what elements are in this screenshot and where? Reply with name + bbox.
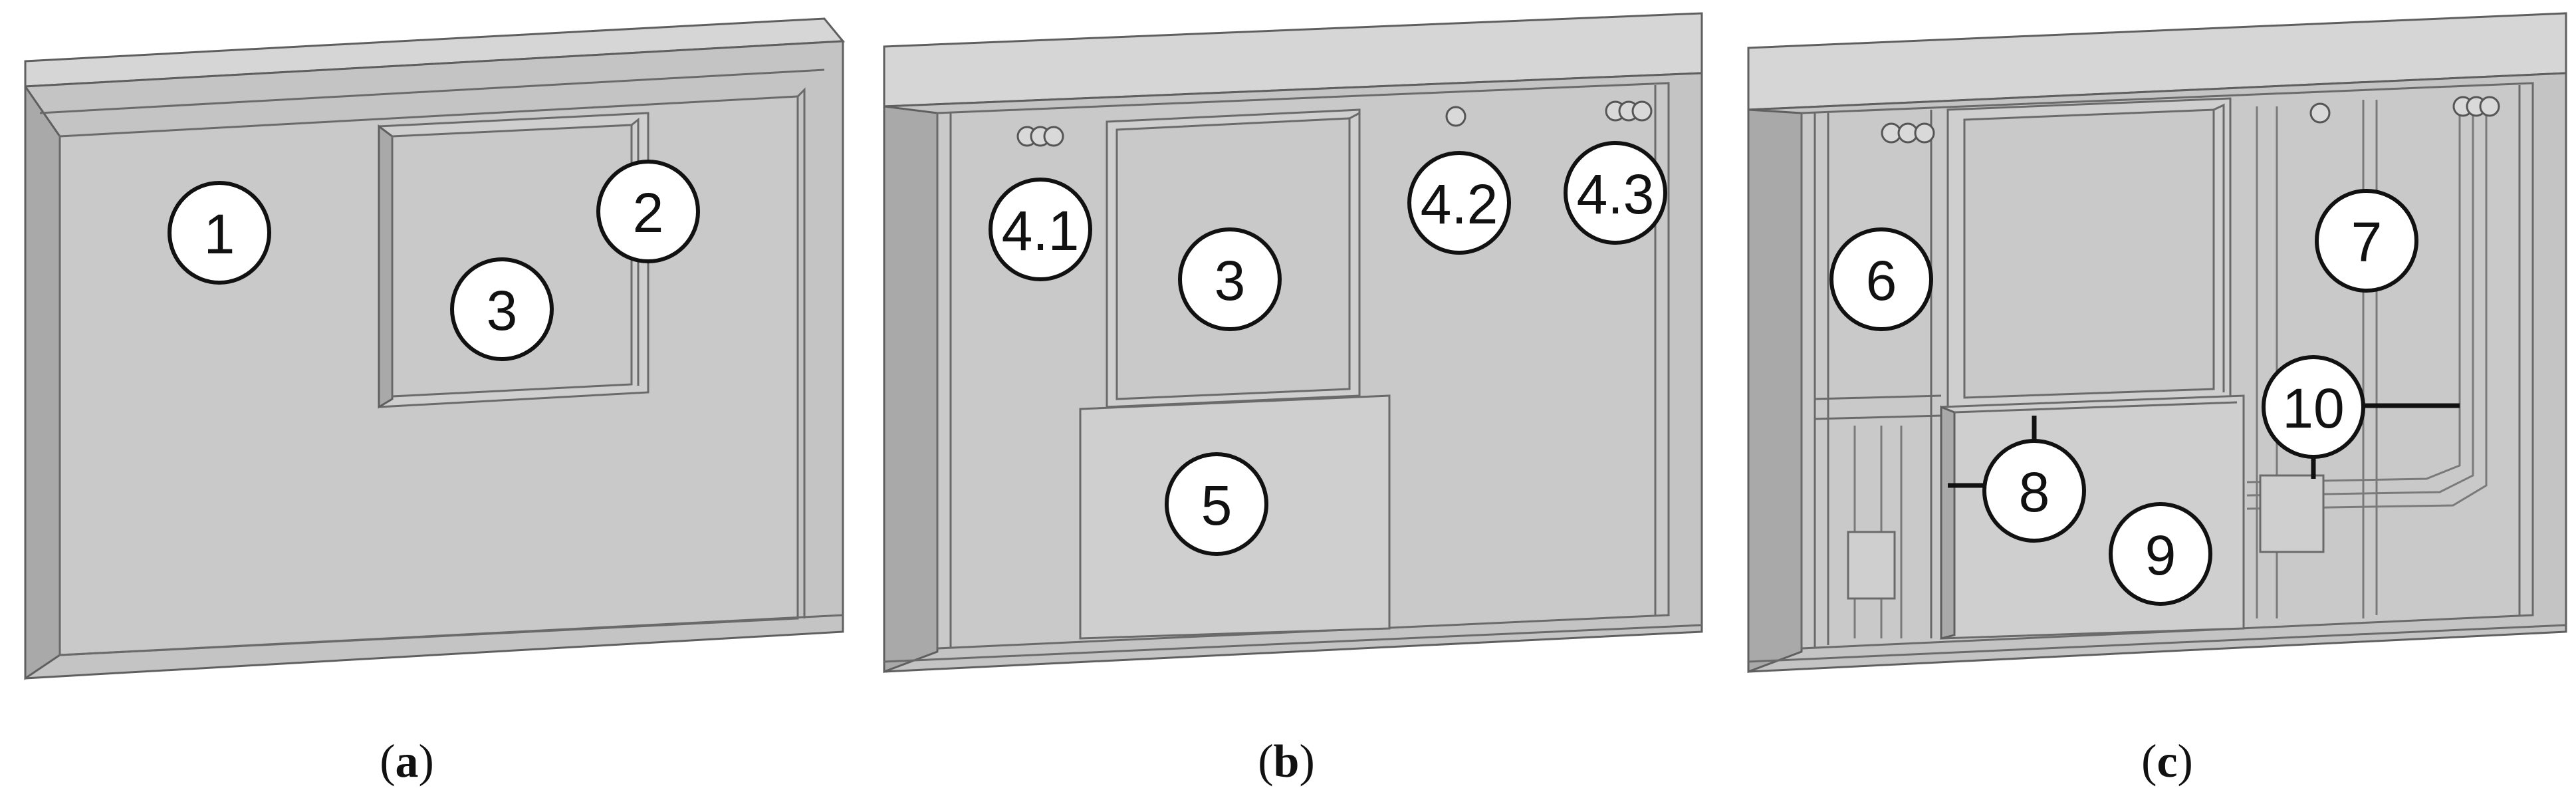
callout-c-10: 10 — [2262, 355, 2365, 459]
callout-c-7: 7 — [2315, 189, 2418, 293]
caption-a: (a) — [380, 736, 434, 787]
callout-b-3: 3 — [1178, 227, 1282, 331]
svg-text:7: 7 — [2351, 211, 2383, 273]
svg-text:3: 3 — [1215, 249, 1246, 312]
panel-c-window — [1946, 97, 2232, 408]
svg-text:6: 6 — [1866, 249, 1897, 312]
svg-text:2: 2 — [633, 182, 664, 244]
callout-b-4-3: 4.3 — [1564, 141, 1667, 245]
callout-c-6: 6 — [1829, 227, 1933, 331]
callout-c-9: 9 — [2109, 502, 2212, 606]
svg-text:4.1: 4.1 — [1002, 200, 1080, 262]
callout-a-3: 3 — [450, 257, 554, 361]
panel-c-left-duct — [1814, 110, 1942, 645]
svg-text:3: 3 — [487, 279, 518, 342]
caption-c: (c) — [2141, 736, 2193, 787]
panel-b-knobs — [1016, 100, 1653, 147]
svg-text:9: 9 — [2145, 524, 2176, 587]
svg-text:1: 1 — [204, 203, 235, 265]
panel-c-right-pipes — [2246, 100, 2488, 618]
callout-a-2: 2 — [596, 160, 700, 263]
svg-text:10: 10 — [2282, 377, 2344, 440]
callout-a-1: 1 — [168, 181, 271, 285]
caption-b: (b) — [1258, 736, 1315, 787]
callout-c-8: 8 — [1982, 439, 2086, 543]
svg-text:8: 8 — [2019, 461, 2050, 523]
svg-text:5: 5 — [1201, 474, 1232, 537]
svg-text:4.2: 4.2 — [1421, 173, 1498, 235]
panel-c-knobs — [1881, 96, 2500, 144]
callout-b-4-1: 4.1 — [989, 178, 1092, 281]
panel-c-unit — [1940, 394, 2245, 640]
callout-b-5: 5 — [1165, 452, 1268, 556]
svg-text:4.3: 4.3 — [1577, 163, 1655, 225]
callout-b-4-2: 4.2 — [1407, 151, 1511, 255]
